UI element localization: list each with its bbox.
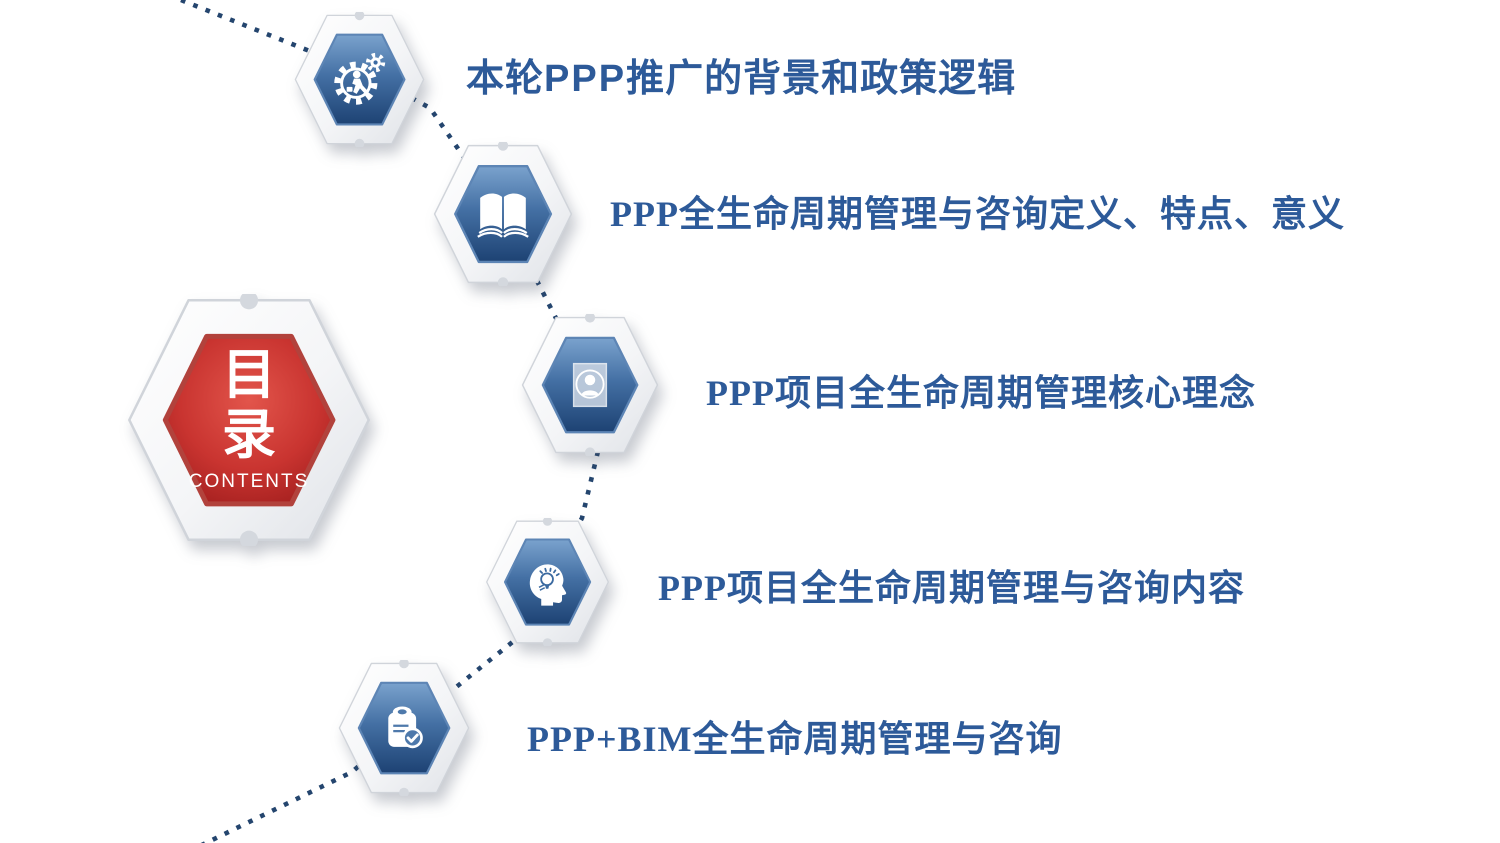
item1-hexagon: [286, 12, 433, 147]
item4-label: PPP项目全生命周期管理与咨询内容: [658, 568, 1245, 608]
item5-hexagon: [334, 660, 474, 796]
item2-label: PPP全生命周期管理与咨询定义、特点、意义: [610, 194, 1345, 234]
item4-hexagon: [478, 518, 617, 646]
item1-label-head: 本轮: [466, 58, 545, 100]
item1-label-ppp: PPP: [544, 58, 627, 100]
head-idea-bulb-icon: [529, 564, 567, 606]
item1-label-tail: 推广的背景和政策逻辑: [626, 58, 1017, 100]
item2-hexagon: [428, 142, 578, 286]
portrait-photo-icon: [572, 362, 608, 408]
connector-nub-top: [239, 294, 259, 310]
item3-hexagon: [518, 314, 662, 456]
clipboard-check-icon: [388, 706, 423, 749]
toc-hexagon: 目 录 CONTENTS: [116, 294, 382, 546]
open-book-icon: [477, 193, 529, 238]
connector-nub-bottom: [239, 530, 259, 546]
item3-label: PPP项目全生命周期管理核心理念: [706, 373, 1256, 413]
item5-label: PPP+BIM全生命周期管理与咨询: [527, 719, 1063, 759]
item1-label: 本轮PPP推广的背景和政策逻辑: [466, 57, 1016, 101]
